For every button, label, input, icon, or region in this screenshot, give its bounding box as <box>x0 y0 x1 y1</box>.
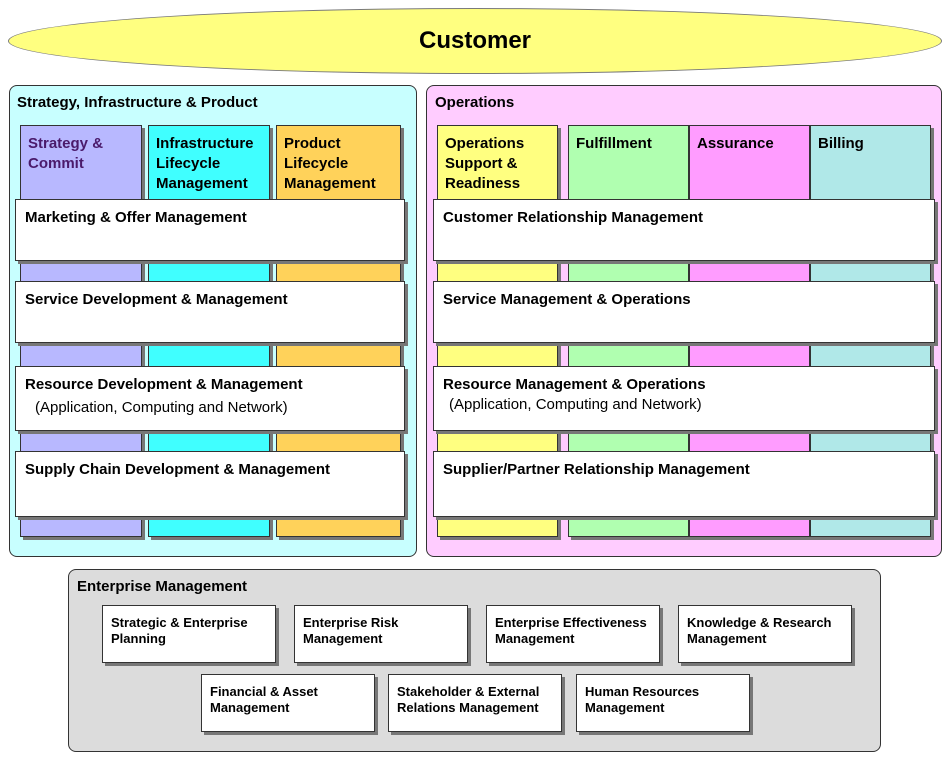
band-title: Resource Management & Operations <box>443 376 706 393</box>
band-subtitle: (Application, Computing and Network) <box>449 396 702 413</box>
column-label: Infrastructure Lifecycle Management <box>156 135 254 192</box>
band-title: Supplier/Partner Relationship Management <box>443 461 750 478</box>
customer-label: Customer <box>418 27 532 54</box>
band-supplier-partner-relationship: Supplier/Partner Relationship Management <box>433 451 935 517</box>
customer-ellipse: Customer <box>8 8 942 74</box>
band-title: Supply Chain Development & Management <box>25 461 331 478</box>
column-label: Billing <box>818 135 864 152</box>
band-title: Customer Relationship Management <box>443 209 704 226</box>
band-service-management-operations: Service Management & Operations <box>433 281 935 343</box>
column-label: Fulfillment <box>576 135 652 152</box>
band-resource-development: Resource Development & Management (Appli… <box>15 366 405 431</box>
band-title: Service Management & Operations <box>443 291 691 308</box>
operations-panel-title: Operations <box>435 94 515 111</box>
column-label: Operations Support & Readiness <box>445 135 525 192</box>
band-title: Service Development & Management <box>25 291 288 308</box>
band-marketing-offer: Marketing & Offer Management <box>15 199 405 261</box>
box-human-resources: Human Resources Management <box>576 674 750 732</box>
box-stakeholder-external: Stakeholder & External Relations Managem… <box>388 674 562 732</box>
band-customer-relationship: Customer Relationship Management <box>433 199 935 261</box>
box-financial-asset: Financial & Asset Management <box>201 674 375 732</box>
box-enterprise-effectiveness: Enterprise Effectiveness Management <box>486 605 660 663</box>
box-enterprise-risk: Enterprise Risk Management <box>294 605 468 663</box>
band-title: Resource Development & Management <box>25 376 303 393</box>
column-label: Product Lifecycle Management <box>284 135 376 192</box>
band-subtitle: (Application, Computing and Network) <box>35 399 288 416</box>
column-label: Assurance <box>697 135 774 152</box>
band-resource-management-operations: Resource Management & Operations (Applic… <box>433 366 935 431</box>
box-knowledge-research: Knowledge & Research Management <box>678 605 852 663</box>
band-supply-chain: Supply Chain Development & Management <box>15 451 405 517</box>
box-strategic-enterprise-planning: Strategic & Enterprise Planning <box>102 605 276 663</box>
strategy-panel-title: Strategy, Infrastructure & Product <box>17 94 258 111</box>
band-title: Marketing & Offer Management <box>25 209 247 226</box>
band-service-development: Service Development & Management <box>15 281 405 343</box>
enterprise-panel-title: Enterprise Management <box>77 578 248 595</box>
column-label: Strategy & Commit <box>28 135 104 172</box>
